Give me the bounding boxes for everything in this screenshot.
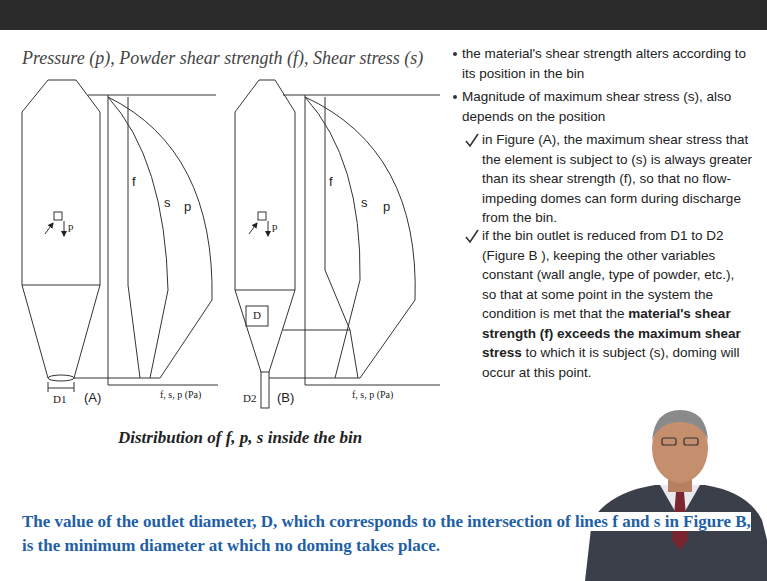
dimension-label: D2 bbox=[243, 392, 256, 404]
conclusion-note: The value of the outlet diameter, D, whi… bbox=[22, 510, 752, 558]
lecturer-figure bbox=[585, 410, 767, 581]
check-text: in Figure (A), the maximum shear stress … bbox=[482, 130, 762, 228]
curve-label: f bbox=[132, 175, 136, 189]
dimension-label: D bbox=[253, 309, 261, 321]
header-bar bbox=[0, 0, 767, 30]
curve-label: p bbox=[184, 200, 191, 214]
axis-label: f, s, p (Pa) bbox=[160, 389, 201, 400]
curve-label: p bbox=[383, 200, 390, 214]
axis-label: f, s, p (Pa) bbox=[352, 389, 393, 400]
check-text: if the bin outlet is reduced from D1 to … bbox=[482, 226, 750, 383]
figure-caption: Distribution of f, p, s inside the bin bbox=[118, 428, 362, 448]
curve-label: f bbox=[329, 175, 333, 189]
slide-title: Pressure (p), Powder shear strength (f),… bbox=[22, 48, 423, 69]
bullet-text: Magnitude of maximum shear stress (s), a… bbox=[462, 87, 752, 126]
bullet-text: the material's shear strength alters acc… bbox=[462, 44, 762, 83]
dimension-label: D1 bbox=[53, 393, 66, 405]
pressure-label: p bbox=[68, 220, 74, 232]
figure-label: (A) bbox=[84, 391, 101, 405]
curve-label: s bbox=[361, 196, 368, 210]
figure-label: (B) bbox=[277, 391, 294, 405]
pressure-label: p bbox=[272, 220, 278, 232]
conclusion-text: The value of the outlet diameter, D, whi… bbox=[22, 512, 751, 555]
curve-label: s bbox=[164, 196, 171, 210]
